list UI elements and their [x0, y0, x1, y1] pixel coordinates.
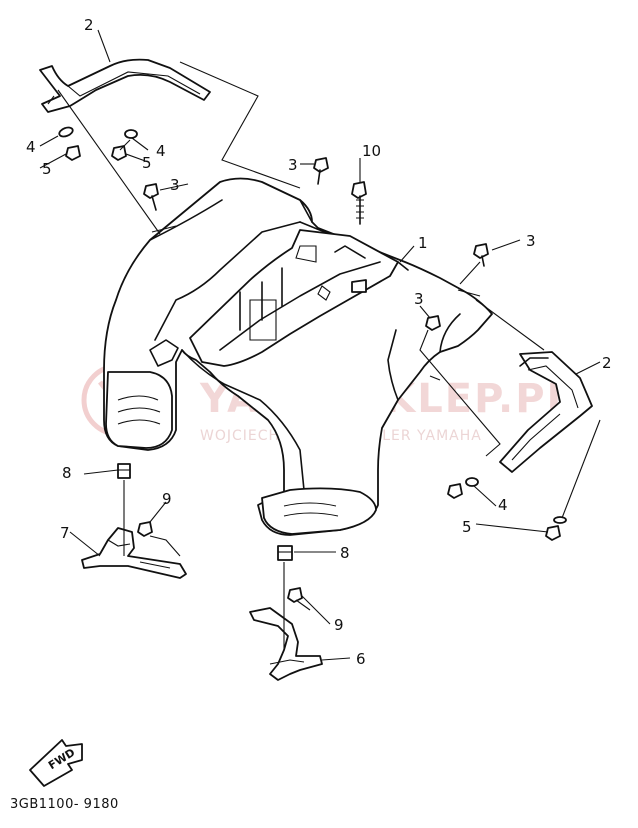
callout-3-c: 3 [526, 232, 536, 250]
fender-stay-bottom [249, 607, 323, 681]
forward-arrow-icon: FWD [29, 739, 83, 787]
callout-8-a: 8 [62, 464, 72, 482]
mud-flap-left [39, 58, 211, 113]
callout-8-b: 8 [340, 544, 350, 562]
fender-stay-left [81, 527, 187, 579]
callout-5-b: 5 [142, 154, 152, 172]
leader-lines [39, 29, 601, 661]
callout-10: 10 [362, 142, 381, 160]
fasteners [58, 126, 567, 603]
callout-5-a: 5 [42, 160, 52, 178]
callout-9-b: 9 [334, 616, 344, 634]
callout-3-a: 3 [288, 156, 298, 174]
diagram-code: 3GB1100- 9180 [10, 797, 119, 812]
callout-4-b: 4 [156, 142, 166, 160]
front-fender [103, 177, 493, 536]
callout-labels: 1 2 2 3 3 3 3 4 4 4 5 5 5 6 7 8 8 9 9 10 [26, 16, 612, 668]
callout-6: 6 [356, 650, 366, 668]
callout-5-c: 5 [462, 518, 472, 536]
mud-flap-right [499, 351, 593, 473]
callout-3-b: 3 [170, 176, 180, 194]
callout-9-a: 9 [162, 490, 172, 508]
callout-2-right: 2 [602, 354, 612, 372]
callout-4-c: 4 [498, 496, 508, 514]
callout-3-d: 3 [414, 290, 424, 308]
callout-4-a: 4 [26, 138, 36, 156]
callout-1: 1 [418, 234, 428, 252]
callout-2-top: 2 [84, 16, 94, 34]
callout-7: 7 [60, 524, 70, 542]
